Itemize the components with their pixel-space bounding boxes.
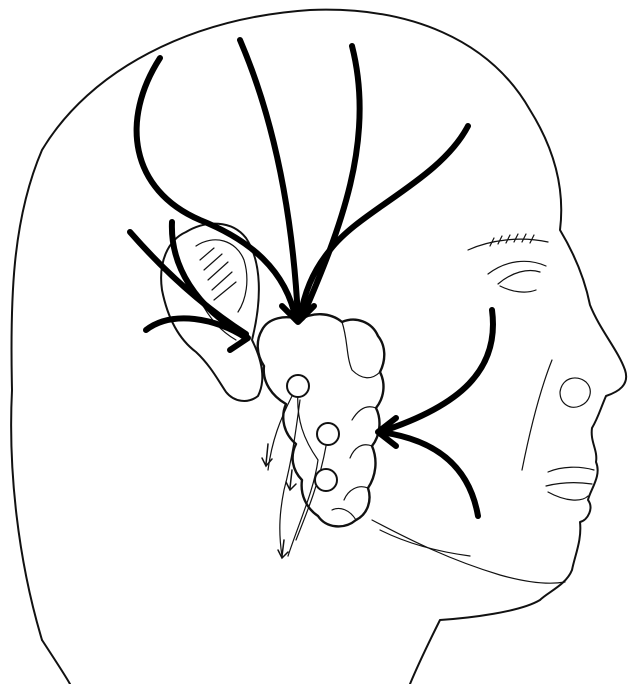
lymph-node-middle: [317, 423, 339, 445]
neck-wrinkle: [380, 530, 470, 556]
drainage-arrow-face-upper: [380, 310, 493, 432]
lymph-node-lower: [315, 469, 337, 491]
mouth-line: [546, 483, 592, 486]
lymph-node-upper: [287, 375, 309, 397]
jaw-line: [372, 520, 565, 583]
eye-crease: [488, 261, 546, 274]
upper-lip: [548, 467, 594, 472]
lower-lip: [548, 492, 588, 500]
drainage-arrow-crown-center: [240, 40, 298, 318]
eye-lower-lid: [500, 286, 536, 292]
nostril: [560, 378, 590, 407]
eye-upper-lid: [498, 271, 540, 285]
ear-hatch-1: [200, 248, 236, 300]
small-arrow-bottom: [278, 540, 288, 558]
parotid-gland: [258, 314, 385, 526]
drainage-arrow-forehead: [300, 126, 468, 318]
neck-back-outline: [42, 640, 70, 684]
eyebrow: [468, 239, 548, 250]
nasolabial-fold: [522, 360, 552, 470]
